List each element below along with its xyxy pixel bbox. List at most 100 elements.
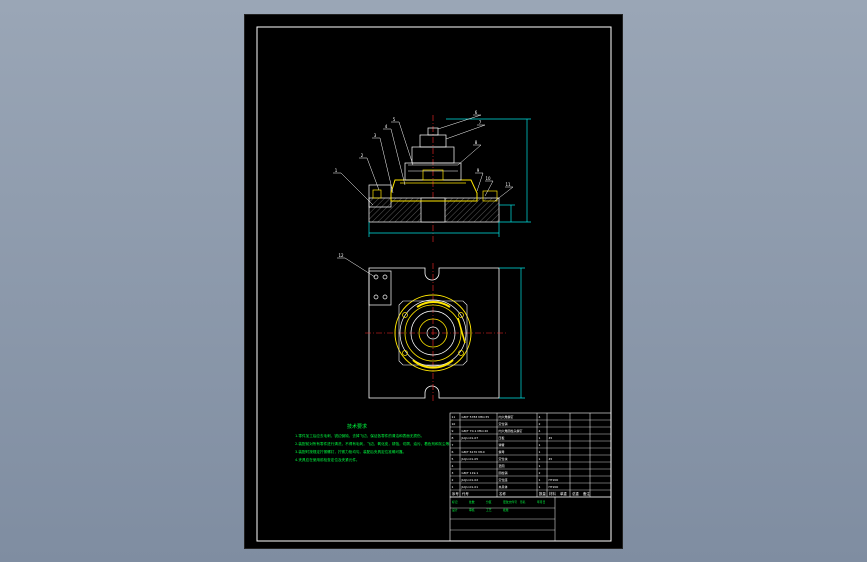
bom-header-4: 数量: [539, 491, 546, 496]
leader-line-6: [437, 114, 482, 130]
bom-cell-7-2: JIAJU-01-05: [461, 457, 479, 461]
leader-line-4: [390, 128, 406, 186]
bom-header-7: 总重: [572, 491, 579, 496]
locating-hole-4: [458, 350, 464, 356]
bom-cell-3-2: GB/T 70.1 M6×20: [462, 429, 489, 433]
bom-cell-7-4: 1: [539, 457, 541, 461]
slot-right: [457, 317, 466, 344]
bom-cell-6-4: 1: [539, 450, 541, 454]
notes-line-4: 4.夹具应在使用前检查定位及夹紧元件。: [295, 457, 360, 462]
workpiece-detail: [408, 164, 458, 172]
bom-cell-1-4: 4: [539, 415, 541, 419]
balloon-9: 9: [477, 168, 480, 173]
bom-cell-10-1: 2: [452, 478, 454, 482]
bom-cell-2-3: 定位销: [499, 421, 508, 426]
base-bore: [420, 197, 446, 223]
leader-line-7: [445, 124, 486, 140]
bom-cell-4-3: 压板: [499, 435, 505, 440]
leader-line-11: [494, 186, 514, 202]
bom-header-6: 单重: [560, 491, 567, 496]
bom-cell-9-4: 2: [539, 471, 541, 475]
bom-cell-11-4: 1: [539, 485, 541, 489]
leader-line-5: [398, 121, 414, 166]
balloon-8: 8: [475, 140, 478, 145]
bom-cell-7-1: 5: [452, 457, 454, 461]
locating-hole-1: [402, 312, 408, 318]
leader-line-2: [366, 157, 380, 191]
balloon-1: 1: [335, 168, 338, 173]
ring-4: [410, 310, 456, 356]
leader-line-10: [484, 180, 494, 197]
balloon-5: 5: [393, 117, 396, 122]
bolt-hole-1: [373, 274, 379, 280]
bom-cell-3-1: 9: [452, 429, 454, 433]
bom-cell-7-3: 定位块: [499, 456, 508, 461]
title-cell-9: 工艺: [486, 508, 492, 512]
bom-cell-1-1: 11: [452, 415, 456, 419]
inner-ring: [418, 318, 448, 348]
clamp-block-top: [368, 270, 392, 306]
bom-cell-2-4: 2: [539, 422, 541, 426]
bom-cell-1-3: 内六角螺钉: [499, 414, 514, 419]
balloon-3: 3: [374, 133, 377, 138]
bom-cell-8-1: 4: [452, 464, 454, 468]
bom-cell-10-4: 1: [539, 478, 541, 482]
bom-cell-4-4: 1: [539, 436, 541, 440]
bom-cell-3-3: 内六角圆柱头螺钉: [499, 428, 523, 433]
leader-line-9: [476, 172, 484, 192]
bom-cell-8-3: 垫圈: [499, 463, 505, 468]
bom-cell-11-1: 1: [452, 485, 454, 489]
bom-cell-11-3: 夹具体: [499, 484, 508, 489]
title-cell-7: 设计: [452, 508, 458, 512]
bom-cell-1-2: GB/T 5783 M8×35: [462, 415, 490, 419]
right-pin-block: [482, 190, 498, 202]
bom-cell-7-5: 45: [549, 457, 553, 461]
inner-locator: [422, 169, 444, 181]
cad-drawing: 123456789101112技术要求1.零件加工后应去毛刺，锐边倒钝，去掉飞边…: [256, 26, 612, 542]
bom-cell-9-3: 圆柱销: [499, 470, 508, 475]
drawing-frame: [256, 26, 612, 542]
center-bore: [426, 326, 440, 340]
title-cell-2: 处数: [469, 500, 475, 504]
balloon-6: 6: [475, 110, 478, 115]
title-cell-1: 标记: [452, 500, 458, 504]
bom-cell-5-4: 1: [539, 443, 541, 447]
outer-ring: [394, 294, 472, 372]
bom-cell-11-5: HT200: [549, 485, 559, 489]
balloon-2: 2: [361, 153, 364, 158]
square-body: [398, 300, 468, 366]
notes-line-1: 1.零件加工后应去毛刺，锐边倒钝，去掉飞边，保证各零件的清洁和表面无损伤。: [295, 433, 424, 438]
bom-cell-2-1: 10: [452, 422, 456, 426]
left-clamp-pin: [372, 189, 382, 199]
balloon-11: 11: [505, 182, 511, 187]
title-cell-5: 签名: [520, 500, 526, 504]
bom-cell-10-5: HT200: [549, 478, 559, 482]
bom-header-5: 材料: [549, 491, 556, 496]
balloon-4: 4: [385, 124, 388, 129]
notes-line-2: 2.装配前对所有零件进行清洗，不得有毛刺，飞边，氧化皮，锈蚀，切屑，油污，着色剂…: [295, 441, 453, 446]
bom-cell-4-1: 8: [452, 436, 454, 440]
fixture-body: [390, 179, 478, 202]
balloon-12: 12: [338, 253, 344, 258]
bom-cell-6-1: 6: [452, 450, 454, 454]
balloon-7: 7: [479, 120, 482, 125]
notes-line-3: 3.装配时按规定拧紧螺钉，拧紧力矩均匀。装配后夹具定位准确可靠。: [295, 449, 406, 454]
bolt-hole-3: [373, 294, 379, 300]
leader-line-3: [379, 137, 394, 194]
ring-3: [404, 304, 462, 362]
bom-cell-4-2: JIAJU-01-07: [461, 436, 479, 440]
bom-cell-11-2: JIAJU-01-01: [461, 485, 479, 489]
bom-header-2: 代号: [462, 491, 469, 496]
bolt-hole-4: [382, 294, 388, 300]
bom-cell-8-4: 1: [539, 464, 541, 468]
title-cell-6: 年月日: [537, 500, 546, 504]
leader-line-1: [340, 172, 374, 206]
locating-hole-2: [458, 312, 464, 318]
bolt-hole-2: [382, 274, 388, 280]
bom-cell-4-5: 45: [549, 436, 553, 440]
leader-line-8: [457, 144, 482, 166]
bom-cell-10-3: 定位座: [499, 477, 508, 482]
bom-cell-5-1: 7: [452, 443, 454, 447]
balloon-10: 10: [485, 176, 491, 181]
